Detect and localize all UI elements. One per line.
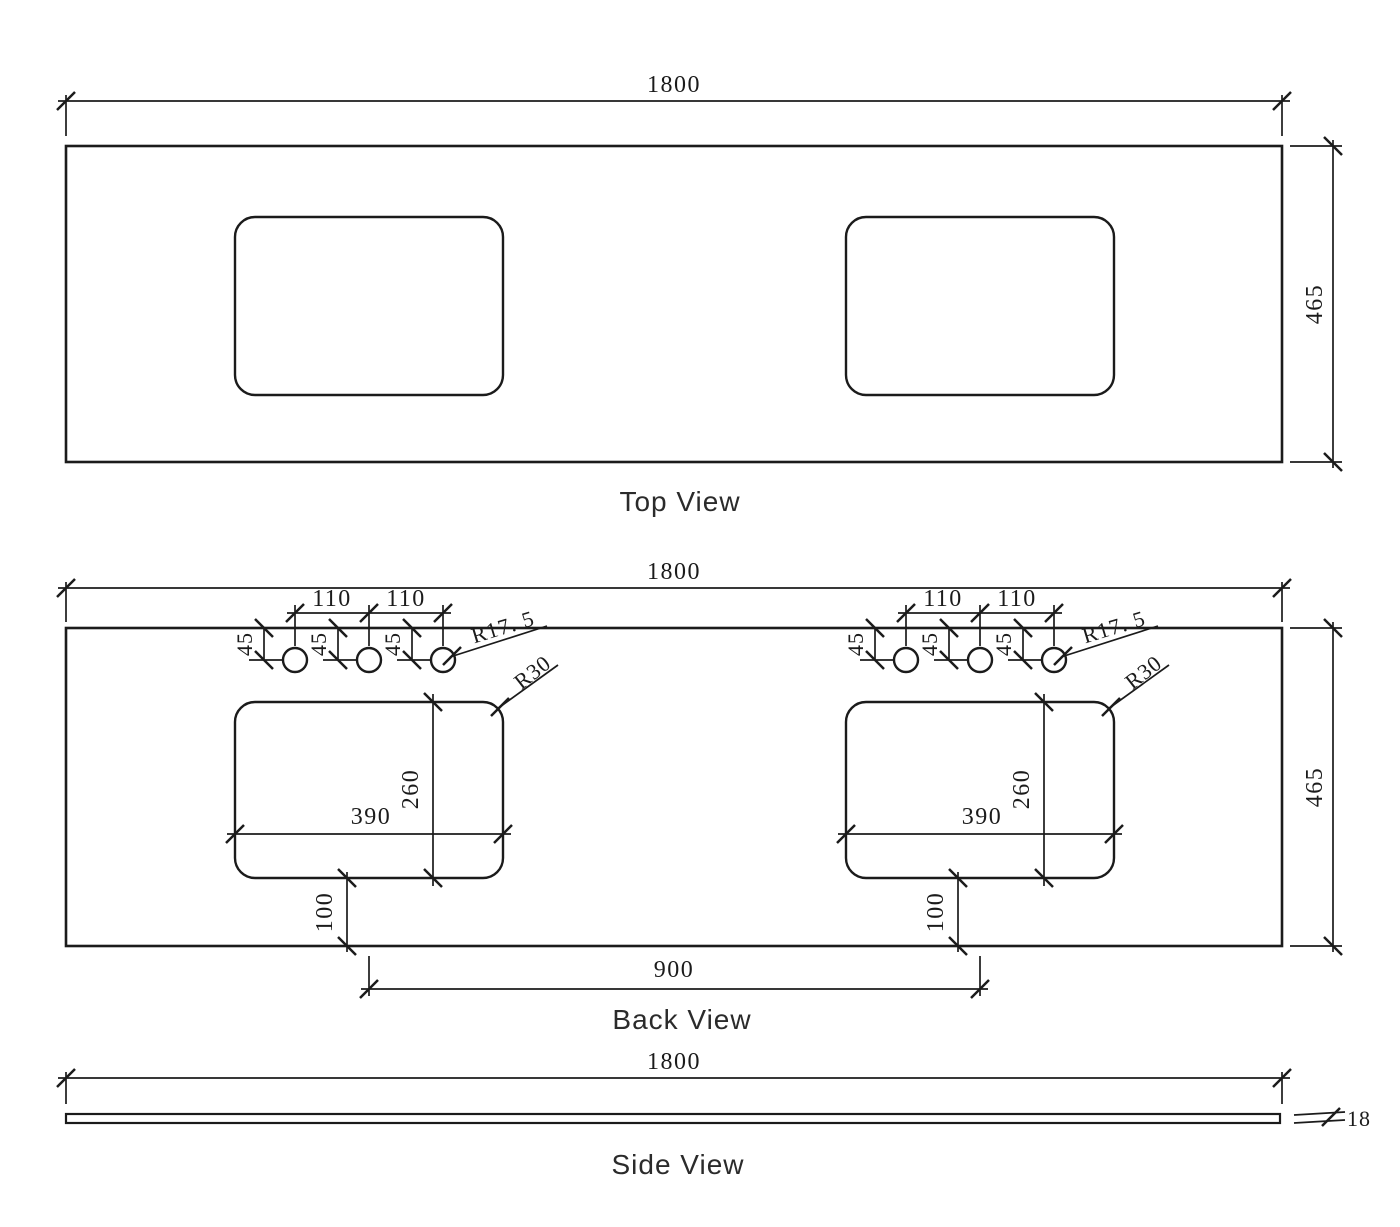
hole-offset-value: 45 [991,632,1016,656]
back-view-right-sink-cutout [844,700,1116,880]
leader-tick-icon [441,645,463,667]
side-view-width-dimension: 1800 [55,1049,1293,1104]
hole-spacing-value: 110 [312,586,352,612]
tap-hole [892,646,920,674]
bottom-gap-value: 100 [312,892,338,933]
tap-hole-offset-dimension: 45 [232,617,282,671]
tap-hole-offset-dimension: 45 [917,617,967,671]
cutout-width-dimension: 390 [224,804,514,845]
cutout-radius-value: R30 [509,650,556,694]
extension-line [1293,1119,1346,1124]
hole-radius-value: R17. 5 [468,605,537,648]
cutout-depth-dimension: 260 [398,691,444,889]
tap-hole [355,646,383,674]
right-tap-hole-spacing-dimension: 110 110 [895,586,1065,646]
hole-offset-value: 45 [306,632,331,656]
hole-offset-value: 45 [232,632,257,656]
back-view-width-dimension: 1800 [55,559,1293,622]
cutout-depth-value: 260 [398,769,424,810]
bottom-gap-value: 100 [923,892,949,933]
leader-tick-icon [1052,645,1074,667]
cutout-width-value: 390 [351,804,392,830]
cutout-bottom-gap-dimension: 100 [312,867,358,957]
tap-hole-offset-dimension: 45 [306,617,356,671]
tap-hole [966,646,994,674]
thickness-value: 18 [1347,1106,1371,1131]
cutout-bottom-gap-dimension: 100 [923,867,969,957]
back-view-outline [64,626,1284,948]
top-depth-value: 465 [1302,284,1328,325]
hole-spacing-value: 110 [386,586,426,612]
top-view-right-sink-cutout [844,215,1116,397]
side-view-slab [64,1112,1282,1125]
top-view-left-sink-cutout [233,215,505,397]
back-width-value: 1800 [647,559,701,585]
tap-hole-offset-dimension: 45 [991,617,1041,671]
top-view-outline [64,144,1284,464]
top-view: 1800 465 Top View [55,72,1344,517]
tap-hole [281,646,309,674]
sink-spacing-dimension: 900 [358,956,991,1000]
back-depth-value: 465 [1302,767,1328,808]
tap-hole-offset-dimension: 45 [843,617,893,671]
left-tap-hole-spacing-dimension: 110 110 [284,586,454,646]
top-view-label: Top View [619,486,740,517]
leader-line [449,625,548,658]
top-width-value: 1800 [647,72,701,98]
tap-hole [1040,646,1068,674]
leader-line [1107,664,1170,710]
cutout-radius-value: R30 [1120,650,1167,694]
back-view-depth-dimension: 465 [1290,617,1344,957]
cutout-depth-value: 260 [1009,769,1035,810]
cutout-depth-dimension: 260 [1009,691,1055,889]
leader-line [496,664,559,710]
top-view-width-dimension: 1800 [55,72,1293,136]
cutout-width-value: 390 [962,804,1003,830]
sink-spacing-value: 900 [654,957,695,983]
tap-hole [429,646,457,674]
tap-hole-offset-dimension: 45 [380,617,430,671]
side-view-thickness-dimension: 18 [1293,1106,1371,1131]
hole-offset-value: 45 [917,632,942,656]
side-view-label: Side View [611,1149,744,1180]
hole-offset-value: 45 [380,632,405,656]
cutout-width-dimension: 390 [835,804,1125,845]
dimension-tick-icon [1320,1106,1342,1128]
hole-spacing-value: 110 [923,586,963,612]
hole-radius-value: R17. 5 [1079,605,1148,648]
back-view-left-sink-cutout [233,700,505,880]
side-view: 1800 18 Side View [55,1049,1371,1180]
back-view: 1800 465 110 110 [55,559,1344,1035]
extension-line [1293,1111,1346,1116]
back-view-label: Back View [612,1004,751,1035]
cutout-radius-callout: R30 [489,650,559,718]
hole-offset-value: 45 [843,632,868,656]
leader-line [1060,625,1159,658]
top-view-depth-dimension: 465 [1290,135,1344,473]
cutout-radius-callout: R30 [1100,650,1170,718]
hole-spacing-value: 110 [997,586,1037,612]
side-width-value: 1800 [647,1049,701,1075]
